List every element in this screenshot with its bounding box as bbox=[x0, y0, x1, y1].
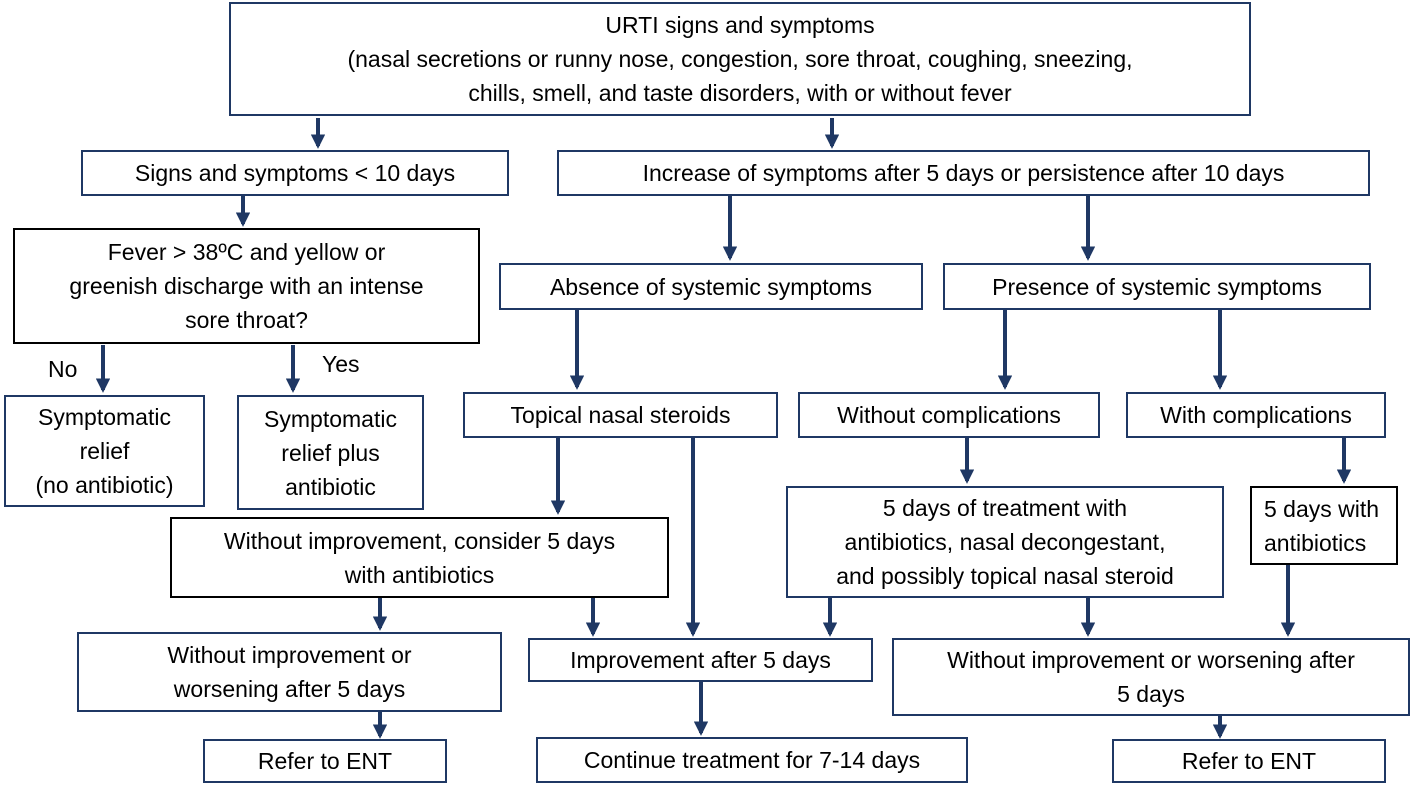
node-line: Without improvement or worsening after bbox=[947, 647, 1355, 673]
node-line: Without complications bbox=[837, 402, 1061, 428]
node-five-days-treatment: 5 days of treatment with antibiotics, na… bbox=[786, 486, 1224, 598]
node-line: Increase of symptoms after 5 days or per… bbox=[642, 160, 1285, 186]
node-refer-ent-left: Refer to ENT bbox=[203, 739, 447, 783]
node-line: antibiotics bbox=[1264, 529, 1367, 556]
node-line: and possibly topical nasal steroid bbox=[836, 563, 1174, 589]
node-line: Absence of systemic symptoms bbox=[549, 273, 873, 300]
node-line: Improvement after 5 days bbox=[570, 647, 831, 673]
node-line: antibiotics, nasal decongestant, bbox=[844, 529, 1166, 555]
node-improvement-after-5-days: Improvement after 5 days bbox=[528, 638, 873, 682]
node-presence-systemic: Presence of systemic symptoms bbox=[943, 263, 1371, 310]
node-symptoms-lt-10-days: Signs and symptoms < 10 days bbox=[81, 150, 509, 196]
node-line: sore throat? bbox=[185, 307, 308, 333]
node-line: Refer to ENT bbox=[257, 748, 393, 774]
node-line: Continue treatment for 7-14 days bbox=[583, 747, 921, 773]
node-with-complications: With complications bbox=[1126, 392, 1386, 438]
node-increase-or-persistence: Increase of symptoms after 5 days or per… bbox=[557, 150, 1370, 196]
node-line: 5 days bbox=[1117, 681, 1185, 707]
node-line: 5 days with bbox=[1264, 495, 1380, 522]
node-absence-systemic: Absence of systemic symptoms bbox=[499, 263, 923, 310]
node-worsening-right: Without improvement or worsening after 5… bbox=[892, 638, 1410, 716]
node-line: worsening after 5 days bbox=[173, 676, 406, 702]
node-line: antibiotic bbox=[285, 473, 376, 500]
node-line: Symptomatic bbox=[264, 405, 397, 432]
node-worsening-left: Without improvement or worsening after 5… bbox=[77, 632, 502, 712]
node-refer-ent-right: Refer to ENT bbox=[1112, 739, 1386, 783]
node-symptomatic-relief-plus-antibiotic: Symptomatic relief plus antibiotic bbox=[237, 395, 424, 510]
node-line: with antibiotics bbox=[344, 561, 495, 588]
node-without-improvement-consider: Without improvement, consider 5 days wit… bbox=[170, 517, 669, 598]
node-line: Without improvement, consider 5 days bbox=[223, 527, 616, 554]
node-line: 5 days of treatment with bbox=[882, 495, 1128, 521]
node-without-complications: Without complications bbox=[798, 392, 1100, 438]
node-topical-nasal-steroids: Topical nasal steroids bbox=[463, 392, 778, 438]
label-no: No bbox=[48, 356, 78, 382]
node-line: Refer to ENT bbox=[1181, 748, 1317, 774]
node-line: Presence of systemic symptoms bbox=[992, 273, 1322, 300]
node-symptomatic-relief-no-antibiotic: Symptomatic relief (no antibiotic) bbox=[4, 395, 205, 507]
node-line: With complications bbox=[1160, 402, 1352, 428]
node-line: (no antibiotic) bbox=[35, 472, 174, 498]
node-line: Symptomatic bbox=[38, 404, 171, 430]
node-line: Fever > 38ºC and yellow or bbox=[107, 239, 386, 265]
node-line: (nasal secretions or runny nose, congest… bbox=[347, 46, 1133, 72]
node-continue-treatment: Continue treatment for 7-14 days bbox=[536, 737, 968, 783]
node-line: Topical nasal steroids bbox=[510, 402, 731, 428]
node-line: Without improvement or bbox=[167, 642, 412, 668]
node-urti-signs: URTI signs and symptoms (nasal secretion… bbox=[229, 2, 1251, 116]
node-line: chills, smell, and taste disorders, with… bbox=[468, 80, 1012, 106]
node-fever-question: Fever > 38ºC and yellow or greenish disc… bbox=[13, 228, 480, 344]
node-line: relief bbox=[79, 438, 130, 464]
node-line: Signs and symptoms < 10 days bbox=[134, 160, 456, 186]
label-yes: Yes bbox=[322, 351, 360, 377]
node-line: greenish discharge with an intense bbox=[69, 273, 424, 299]
node-line: relief plus bbox=[281, 439, 380, 466]
node-five-days-antibiotics: 5 days with antibiotics bbox=[1250, 486, 1398, 565]
node-line: URTI signs and symptoms bbox=[605, 12, 875, 38]
